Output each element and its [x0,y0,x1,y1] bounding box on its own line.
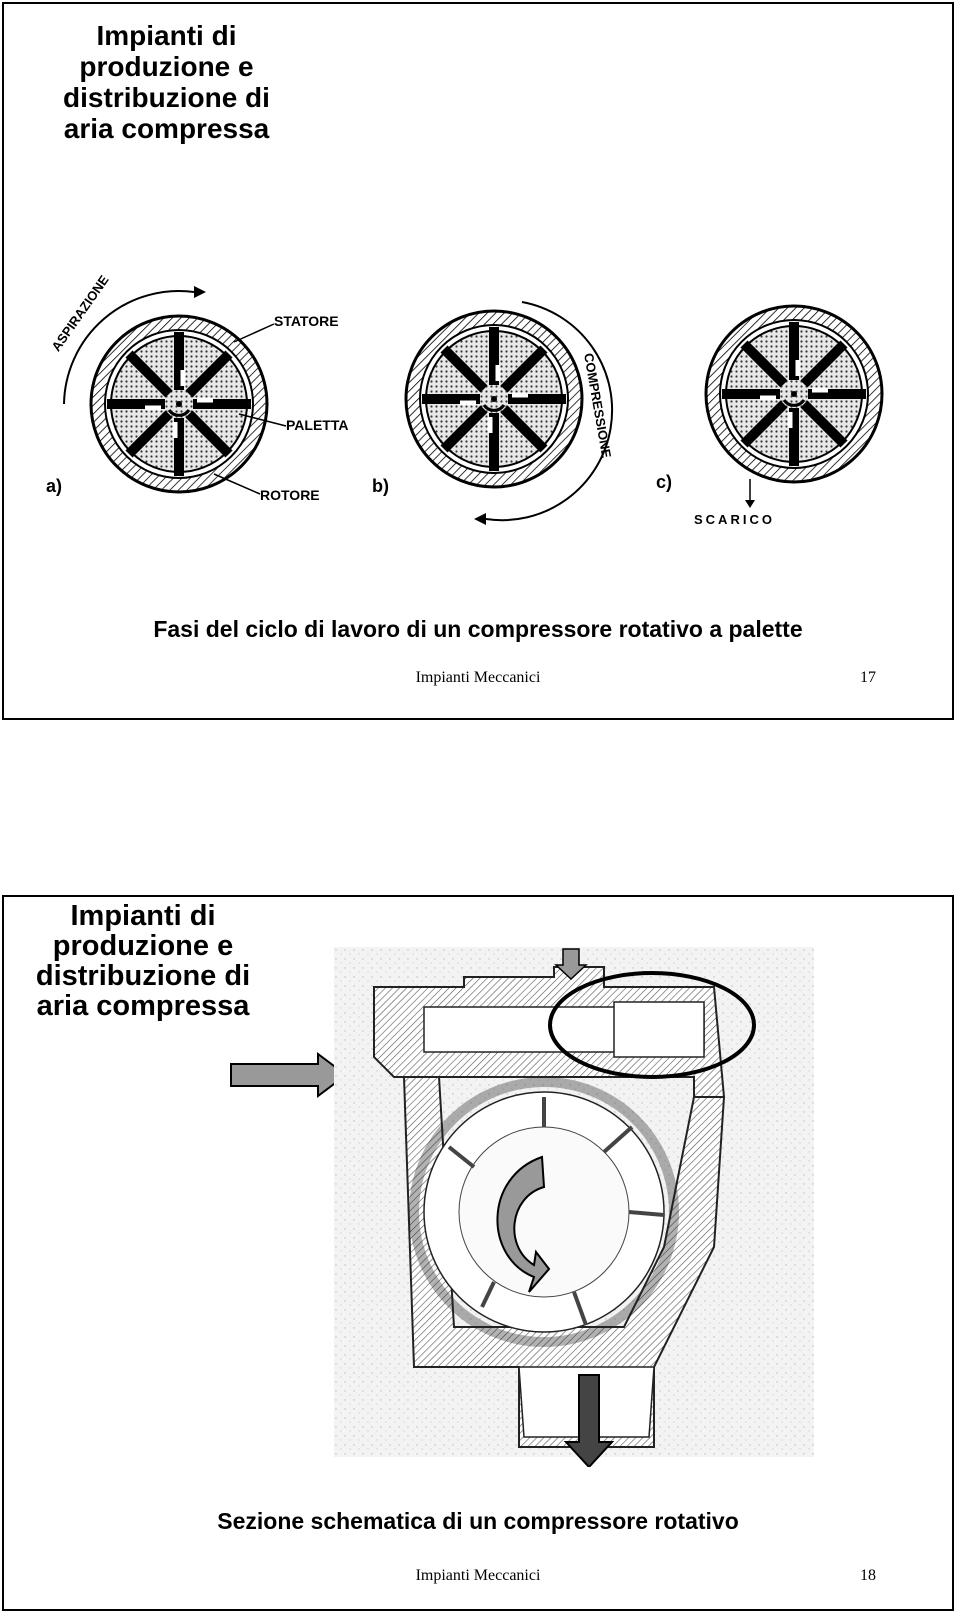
footer-course: Impianti Meccanici [415,1567,541,1584]
figure-caption: Fasi del ciclo di lavoro di un compresso… [153,616,803,642]
label-a: a) [46,476,62,496]
slide-title: Impianti di produzione e distribuzione d… [63,20,270,144]
slide-17: Impianti di produzione e distribuzione d… [2,2,954,720]
label-c: c) [656,472,672,492]
label-b: b) [372,476,389,496]
footer-course: Impianti Meccanici [415,669,541,686]
page-number: 18 [860,1567,876,1584]
label-scarico: SCARICO [694,512,775,527]
label-statore: STATORE [274,313,339,329]
slide-title: Impianti di produzione e distribuzione d… [35,900,251,1022]
figure-caption: Sezione schematica di un compressore rot… [217,1508,739,1534]
page-number: 17 [860,669,876,686]
slide-18: Impianti di produzione e distribuzione d… [2,895,954,1611]
label-paletta: PALETTA [286,417,348,433]
vane-compressor-phases-figure: ASPIRAZIONE STATORE PALETTA ROTORE a) CO… [46,274,924,527]
label-rotore: ROTORE [260,487,320,503]
rotary-compressor-section-figure [334,947,814,1467]
label-compressione: COMPRESSIONE [581,352,614,459]
inlet-arrow-icon [230,1052,348,1098]
label-aspirazione: ASPIRAZIONE [48,274,111,354]
